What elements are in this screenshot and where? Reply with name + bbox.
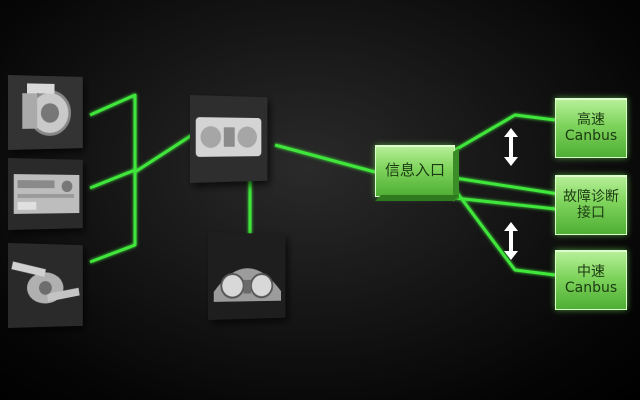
high-speed-label-2: Canbus: [565, 128, 617, 144]
wire-info-diag-a: [455, 178, 565, 195]
info-entry-side: [453, 148, 459, 201]
wire-component2: [90, 170, 135, 188]
info-entry-node[interactable]: 信息入口: [375, 145, 455, 197]
radio-unit-photo: [8, 158, 83, 230]
steering-switch-photo: [8, 243, 83, 328]
instrument-cluster-photo: [208, 232, 285, 320]
diag-port-label-2: 接口: [577, 205, 605, 221]
diagnostic-port-node[interactable]: 故障诊断 接口: [555, 175, 627, 235]
diag-port-label-1: 故障诊断: [563, 189, 619, 205]
mid-speed-label-2: Canbus: [565, 280, 617, 296]
body-control-module-photo: [190, 95, 267, 183]
wire-gateway-info: [275, 145, 375, 172]
wire-bus-gateway: [135, 135, 192, 172]
mid-speed-label-1: 中速: [577, 264, 605, 280]
info-entry-bottom: [375, 195, 459, 201]
mid-speed-canbus-node[interactable]: 中速 Canbus: [555, 250, 627, 310]
wire-info-diag-b: [455, 198, 565, 210]
bidirectional-arrow-bottom: [504, 222, 518, 260]
info-entry-label: 信息入口: [385, 162, 445, 179]
high-speed-label-1: 高速: [577, 112, 605, 128]
brake-module-photo: [8, 75, 83, 150]
bidirectional-arrow-top: [504, 128, 518, 166]
high-speed-canbus-node[interactable]: 高速 Canbus: [555, 98, 627, 158]
